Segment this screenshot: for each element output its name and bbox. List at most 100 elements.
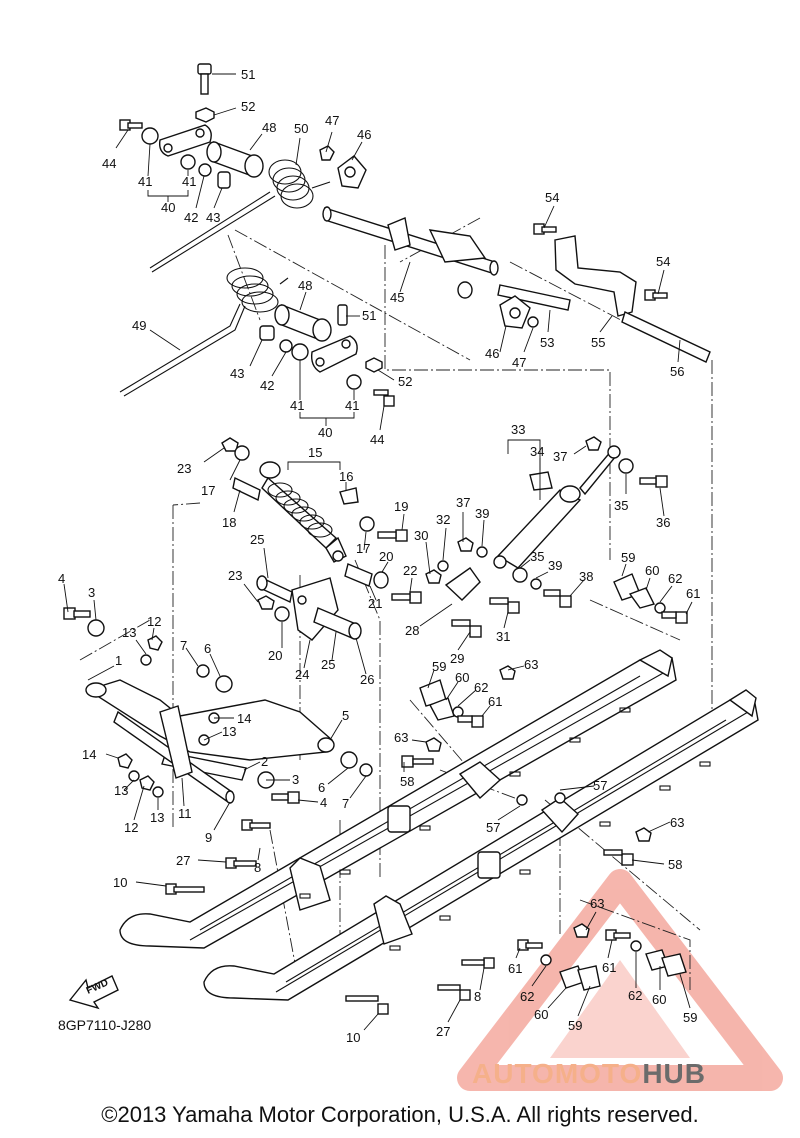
- callout-24: 24: [295, 667, 309, 682]
- bolt-58-right: [603, 849, 634, 866]
- callout-41: 41: [138, 174, 152, 189]
- callout-46: 46: [357, 127, 371, 142]
- cap-34: [529, 471, 553, 491]
- callout-4: 4: [58, 571, 65, 586]
- bushing-41-top-left: [141, 127, 159, 145]
- bolt-27-top: [225, 857, 257, 869]
- callout-31: 31: [496, 629, 510, 644]
- washer-39-mid: [530, 578, 542, 590]
- bushing-20-lower: [274, 606, 290, 622]
- bolt-10-bottom: [345, 995, 389, 1015]
- callout-55: 55: [591, 335, 605, 350]
- bolt-44-lower: [373, 389, 395, 407]
- callout-63: 63: [524, 657, 538, 672]
- bushing-41-lower-left: [291, 343, 309, 361]
- nut-47-lower: [527, 316, 539, 328]
- sleeve-21: [344, 563, 373, 587]
- bolt-43-lower: [259, 325, 275, 341]
- shock-assembly: [221, 436, 668, 641]
- callout-62: 62: [668, 571, 682, 586]
- callout-10: 10: [346, 1030, 360, 1045]
- callout-59: 59: [432, 659, 446, 674]
- nut-14-left: [117, 753, 133, 769]
- callout-51: 51: [241, 67, 255, 82]
- callout-63: 63: [394, 730, 408, 745]
- callout-39: 39: [475, 506, 489, 521]
- callout-8: 8: [254, 860, 261, 875]
- watermark-part1: AUTOMOTO: [472, 1058, 643, 1089]
- nut-63-right: [635, 827, 652, 842]
- washer-13-top: [140, 654, 152, 666]
- washer-13-left: [128, 770, 140, 782]
- callout-43: 43: [206, 210, 220, 225]
- bolt-51-top: [197, 63, 212, 95]
- callout-61: 61: [488, 694, 502, 709]
- callout-37: 37: [456, 495, 470, 510]
- bushing-6-bottom: [340, 751, 358, 769]
- washer-39-top: [476, 546, 488, 558]
- bolt-38: [543, 589, 572, 608]
- bolt-44-top: [119, 119, 143, 131]
- callout-15: 15: [308, 445, 322, 460]
- callout-14: 14: [82, 747, 96, 762]
- arm-40-lower: [310, 335, 358, 373]
- torsion-spring-49: [119, 267, 289, 397]
- callout-23: 23: [228, 568, 242, 583]
- part-code: 8GP7110-J280: [58, 1017, 151, 1033]
- bolt-61-mid: [457, 715, 484, 728]
- bolt-22: [391, 591, 422, 604]
- watermark-logo: [457, 869, 783, 1091]
- callout-20: 20: [379, 549, 393, 564]
- nut-30: [425, 569, 442, 584]
- washer-42-lower: [279, 339, 293, 353]
- callout-39: 39: [548, 558, 562, 573]
- callout-42: 42: [184, 210, 198, 225]
- bolt-51-lower: [337, 304, 348, 326]
- nut-23-top: [221, 437, 239, 452]
- rail-hardware: [345, 573, 688, 1015]
- callout-50: 50: [294, 121, 308, 136]
- callout-34: 34: [530, 444, 544, 459]
- callout-20: 20: [268, 648, 282, 663]
- cap-16: [339, 487, 359, 505]
- bolt-8-bottom: [461, 957, 495, 969]
- bracket-24: [291, 577, 339, 641]
- washer-32: [437, 560, 449, 572]
- block-59-low-left: [577, 965, 601, 991]
- washer-62-low-left: [540, 954, 552, 966]
- callout-12: 12: [147, 614, 161, 629]
- washer-62-low-right: [630, 940, 642, 952]
- callout-32: 32: [436, 512, 450, 527]
- callout-38: 38: [579, 569, 593, 584]
- callout-23: 23: [177, 461, 191, 476]
- washer-57-left: [516, 794, 528, 806]
- callout-8: 8: [474, 989, 481, 1004]
- callout-62: 62: [628, 988, 642, 1003]
- callout-57: 57: [593, 778, 607, 793]
- nut-37-top: [585, 436, 602, 451]
- nut-47-top: [319, 145, 335, 161]
- callout-16: 16: [339, 469, 353, 484]
- callout-60: 60: [652, 992, 666, 1007]
- bushing-35-mid: [512, 567, 528, 583]
- callout-25: 25: [250, 532, 264, 547]
- bolt-4-bottom: [271, 791, 300, 804]
- callout-3: 3: [88, 585, 95, 600]
- bushing-41-lower-right: [346, 374, 362, 390]
- nut-52-lower: [365, 357, 383, 373]
- callout-56: 56: [670, 364, 684, 379]
- callout-12: 12: [124, 820, 138, 835]
- bolt-54-b: [644, 289, 668, 301]
- washer-42-top: [198, 163, 212, 177]
- bolt-31: [489, 597, 520, 614]
- bracket-55: [554, 235, 637, 317]
- bolt-10-top: [165, 883, 205, 895]
- bolt-8-top: [241, 819, 271, 831]
- callout-51: 51: [362, 308, 376, 323]
- callout-17: 17: [201, 483, 215, 498]
- callout-58: 58: [400, 774, 414, 789]
- rail-slots: [299, 707, 711, 951]
- bolt-43-top: [217, 171, 231, 189]
- callout-40: 40: [161, 200, 175, 215]
- callout-62: 62: [520, 989, 534, 1004]
